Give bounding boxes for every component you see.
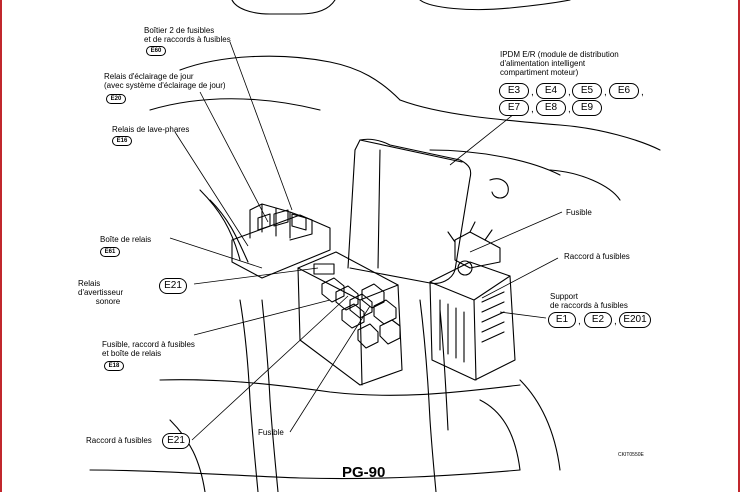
connector-e61: E61 (100, 247, 120, 257)
page-number: PG-90 (342, 464, 386, 481)
connector-e1: E1 (548, 312, 576, 328)
connector-e9: E9 (572, 100, 602, 116)
label-boite-relais: Boîte de relais (100, 235, 152, 244)
figure-reference: CKIT0550E (618, 452, 644, 458)
label-fusible-raccord-boite: Fusible, raccord à fusibles et boîte de … (102, 340, 195, 358)
connector-e18: E18 (104, 361, 124, 371)
separator: , (641, 87, 644, 98)
label-fusible-bas: Fusible (258, 428, 284, 437)
label-ipdm: IPDM E/R (module de distribution d'alime… (500, 50, 619, 77)
connector-e8: E8 (536, 100, 566, 116)
connector-e6: E6 (609, 83, 639, 99)
label-relais-avertisseur: Relais d'avertisseur sonore (78, 279, 124, 306)
label-boitier-2-fusibles: Boîtier 2 de fusibles et de raccords à f… (144, 26, 231, 44)
separator: , (578, 316, 581, 327)
label-raccord-fusibles-droite: Raccord à fusibles (564, 252, 630, 261)
connector-e16: E16 (112, 136, 132, 146)
connector-e7: E7 (499, 100, 529, 116)
label-raccord-fusibles-bas: Raccord à fusibles (86, 436, 152, 445)
connector-e5: E5 (572, 83, 602, 99)
separator: , (614, 316, 617, 327)
connector-e4: E4 (536, 83, 566, 99)
connector-e21-top: E21 (159, 278, 187, 294)
connector-e21-bottom: E21 (162, 433, 190, 449)
connector-e20: E20 (106, 94, 126, 104)
label-fusible-droite: Fusible (566, 208, 592, 217)
label-relais-eclairage-jour: Relais d'éclairage de jour (avec système… (104, 72, 226, 90)
label-support-raccords: Support de raccords à fusibles (550, 292, 628, 310)
label-relais-lave-phares: Relais de lave-phares (112, 125, 190, 134)
connector-e3: E3 (499, 83, 529, 99)
connector-e2: E2 (584, 312, 612, 328)
separator: , (531, 87, 534, 98)
separator: , (604, 87, 607, 98)
connector-e201: E201 (619, 312, 651, 328)
separator: , (531, 104, 534, 115)
separator: , (568, 87, 571, 98)
connector-e60: E60 (146, 46, 166, 56)
separator: , (568, 104, 571, 115)
